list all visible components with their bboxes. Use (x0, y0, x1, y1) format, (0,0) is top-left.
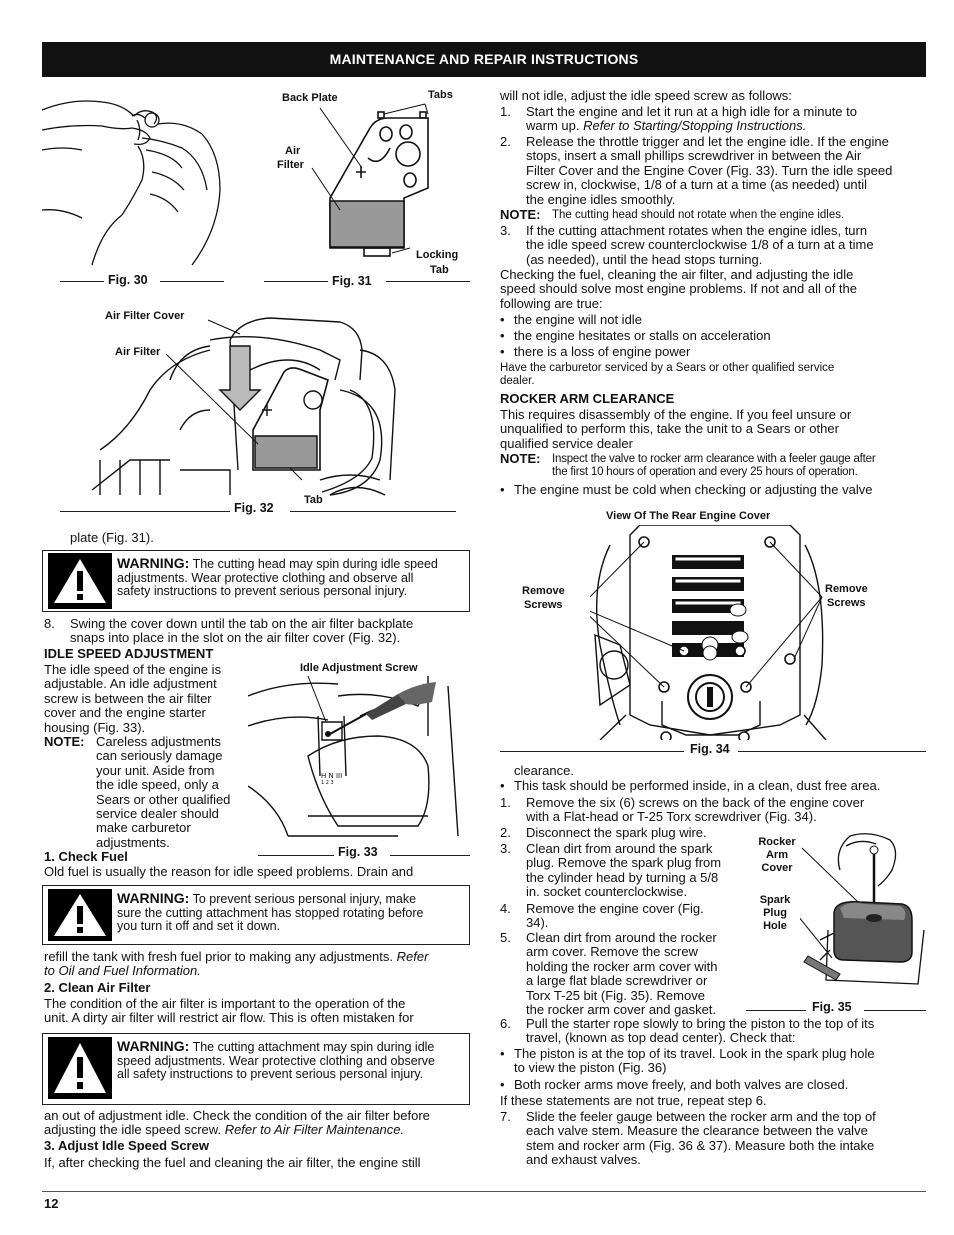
idle-speed-title: IDLE SPEED ADJUSTMENT (44, 646, 214, 661)
warning-text-3c: all safety instructions to prevent serio… (117, 1067, 424, 1082)
label-back-plate: Back Plate (282, 92, 338, 104)
warning-text-2a: To prevent serious personal injury, make (192, 892, 417, 906)
label-screws-right: Screws (827, 597, 866, 609)
label-tab-32: Tab (304, 494, 323, 506)
rocker-paragraph: This requires disassembly of the engine.… (500, 407, 852, 451)
label-remove-right: Remove (825, 583, 868, 595)
warning-text-3a: The cutting attachment may spin during i… (192, 1040, 435, 1054)
label-tabs: Tabs (428, 89, 453, 101)
note-left-text: Careless adjustments can seriously damag… (96, 734, 231, 850)
fig35-caption: Fig. 35 (812, 1000, 852, 1014)
refill-text: refill the tank with fresh fuel prior to… (44, 949, 429, 979)
label-tab: Tab (430, 264, 449, 276)
text-plate: plate (Fig. 31). (70, 530, 154, 545)
will-not-idle-text: will not idle, adjust the idle speed scr… (500, 88, 792, 103)
note-label-left: NOTE: (44, 734, 85, 749)
fuel-text: Old fuel is usually the reason for idle … (44, 864, 414, 879)
warning-title-1: WARNING: (117, 555, 190, 571)
page-number: 12 (44, 1196, 59, 1211)
adjust-idle-title: 3. Adjust Idle Speed Screw (44, 1138, 209, 1153)
note-label-right: NOTE: (500, 207, 541, 222)
warning-title-3: WARNING: (117, 1038, 190, 1054)
note-right-text: The cutting head should not rotate when … (552, 209, 845, 221)
have-carburetor-text: Have the carburetor serviced by a Sears … (500, 362, 835, 387)
warning-triangle-icon (48, 889, 112, 941)
air-filter-text: The condition of the air filter is impor… (44, 996, 414, 1026)
footer-rule (42, 1191, 926, 1192)
fig32-caption: Fig. 32 (234, 501, 274, 515)
label-air: Air (285, 145, 301, 157)
warning-text-1b: adjustments. Wear protective clothing an… (117, 570, 414, 585)
figure-31 (260, 88, 470, 283)
clean-air-filter-title: 2. Clean Air Filter (44, 980, 151, 995)
svg-text:H N III: H N III (321, 772, 342, 780)
label-remove-left: Remove (522, 585, 565, 597)
warning-text-1c: safety instructions to prevent serious p… (117, 584, 408, 599)
warning-box-1: WARNING: The cutting head may spin durin… (42, 550, 470, 612)
label-air-filter-cover: Air Filter Cover (105, 310, 185, 322)
check-fuel-title: 1. Check Fuel (44, 849, 128, 864)
label-screws-left: Screws (524, 599, 563, 611)
label-idle-adjustment-screw: Idle Adjustment Screw (300, 662, 418, 674)
warning-triangle-icon (48, 553, 112, 609)
warning-text-2b: sure the cutting attachment has stopped … (117, 905, 424, 920)
figure-34 (590, 525, 830, 740)
warning-text-2c: you turn it off and set it down. (117, 919, 281, 934)
label-locking: Locking (416, 249, 459, 261)
figure-33: H N III 1 2 3 (248, 676, 470, 841)
label-air-filter: Air Filter (115, 346, 161, 358)
svg-text:1 2 3: 1 2 3 (321, 780, 334, 786)
warning-triangle-icon (48, 1037, 112, 1099)
out-of-adjustment-text: an out of adjustment idle. Check the con… (44, 1108, 430, 1138)
figure-32 (90, 310, 410, 500)
warning-text-3b: speed adjustments. Wear protective cloth… (117, 1053, 436, 1068)
label-filter: Filter (277, 159, 304, 171)
figure-35 (800, 830, 926, 990)
rocker-arm-title: ROCKER ARM CLEARANCE (500, 391, 675, 406)
fig31-caption: Fig. 31 (332, 274, 372, 288)
fig33-caption: Fig. 33 (338, 845, 378, 859)
checking-paragraph: Checking the fuel, cleaning the air filt… (500, 267, 857, 311)
figure-30 (42, 90, 232, 270)
fig30-caption: Fig. 30 (108, 273, 148, 287)
note2-label: NOTE: (500, 451, 541, 466)
if-not-text: If these statements are not true, repeat… (500, 1093, 767, 1108)
warning-text-1a: The cutting head may spin during idle sp… (192, 557, 438, 571)
warning-box-3: WARNING: The cutting attachment may spin… (42, 1033, 470, 1105)
clearance-text: clearance. (514, 763, 574, 778)
idle-speed-paragraph: The idle speed of the engine is adjustab… (44, 662, 222, 735)
label-view-rear-engine-cover: View Of The Rear Engine Cover (606, 510, 771, 522)
warning-title-2: WARNING: (117, 890, 190, 906)
fig34-caption: Fig. 34 (690, 742, 730, 756)
if-after-text: If, after checking the fuel and cleaning… (44, 1155, 421, 1170)
page-header: MAINTENANCE AND REPAIR INSTRUCTIONS (42, 42, 926, 77)
note2-text: Inspect the valve to rocker arm clearanc… (552, 453, 876, 478)
warning-box-2: WARNING: To prevent serious personal inj… (42, 885, 470, 945)
